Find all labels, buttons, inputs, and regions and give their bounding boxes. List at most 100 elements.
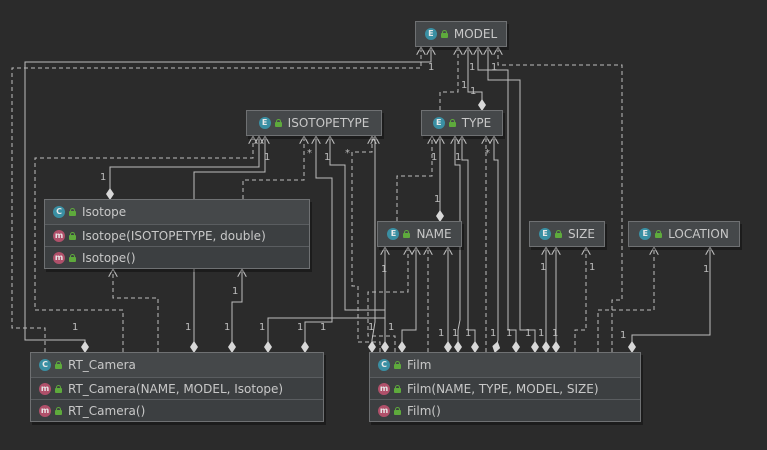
method-label: RT_Camera(NAME, MODEL, Isotope) (68, 381, 284, 396)
edge-film-dep-size (574, 247, 586, 352)
enum-type[interactable]: E TYPE (421, 110, 503, 136)
multiplicity-many-label: * (345, 148, 350, 159)
multiplicity-one-label: 1 (264, 152, 270, 163)
multiplicity-one-label: 1 (552, 328, 558, 339)
multiplicity-one-label: 1 (434, 194, 440, 205)
multiplicity-many-label: * (307, 148, 312, 159)
method-row[interactable]: m Isotope(ISOTOPETYPE, double) (45, 224, 309, 246)
public-lock-icon (69, 208, 76, 216)
multiplicity-one-label: 1 (428, 62, 434, 73)
multiplicity-one-label: 1 (100, 172, 106, 183)
multiplicity-one-label: 1 (388, 322, 394, 333)
multiplicity-one-label: 1 (525, 328, 531, 339)
node-title: RT_Camera (68, 358, 136, 372)
edge-isotope-has-isotopetype (110, 136, 259, 199)
multiplicity-one-label: 1 (469, 62, 475, 73)
public-lock-icon (69, 253, 76, 262)
edge-film-dep-isotopetype (351, 136, 381, 352)
multiplicity-one-label: 1 (620, 330, 626, 341)
edge-film-has-isotopetype (330, 136, 385, 352)
node-title: SIZE (568, 227, 595, 241)
edge-film-has-model (478, 47, 516, 352)
edge-group (11, 47, 710, 352)
public-lock-icon (403, 230, 411, 238)
edge-film-has-isotopetype-2 (372, 136, 375, 352)
class-film[interactable]: C Film m Film(NAME, TYPE, MODEL, SIZE) m… (369, 352, 641, 422)
multiplicity-one-label: 1 (452, 328, 458, 339)
enum-icon: E (539, 228, 552, 240)
edge-film-has-type-2 (462, 136, 475, 352)
node-title: ISOTOPETYPE (287, 116, 370, 130)
public-lock-icon (555, 230, 563, 238)
multiplicity-many-label: * (485, 148, 490, 159)
edge-film-dep-model (498, 47, 623, 352)
public-lock-icon (55, 384, 62, 393)
enum-model[interactable]: E MODEL (415, 21, 507, 47)
public-lock-icon (394, 406, 401, 415)
enum-location[interactable]: E LOCATION (628, 221, 740, 247)
enum-name[interactable]: E NAME (377, 221, 462, 247)
node-title: TYPE (461, 116, 492, 130)
method-row[interactable]: m Film(NAME, TYPE, MODEL, SIZE) (370, 377, 640, 399)
multiplicity-one-label: 1 (368, 322, 374, 333)
multiplicity-one-label: 1 (589, 262, 595, 273)
method-label: RT_Camera() (68, 403, 146, 418)
multiplicity-one-label: 1 (297, 322, 303, 333)
enum-isotopetype[interactable]: E ISOTOPETYPE (246, 110, 382, 136)
enum-icon: E (387, 228, 400, 240)
method-label: Isotope(ISOTOPETYPE, double) (82, 228, 266, 243)
public-lock-icon (394, 361, 401, 369)
public-lock-icon (69, 231, 76, 240)
multiplicity-one-label: 1 (324, 152, 330, 163)
class-icon: C (53, 206, 65, 218)
public-lock-icon (55, 406, 62, 415)
method-row[interactable]: m RT_Camera(NAME, MODEL, Isotope) (31, 377, 323, 399)
enum-icon: E (639, 228, 652, 240)
class-rt-camera[interactable]: C RT_Camera m RT_Camera(NAME, MODEL, Iso… (30, 352, 324, 422)
edge-type-has-model (468, 47, 482, 110)
multiplicity-one-label: 1 (455, 152, 461, 163)
multiplicity-one-label: 1 (431, 152, 437, 163)
node-title: Isotope (82, 205, 127, 219)
public-lock-icon (440, 30, 448, 38)
enum-icon: E (432, 117, 445, 129)
multiplicity-one-label: 1 (232, 286, 238, 297)
method-row[interactable]: m Film() (370, 399, 640, 421)
class-isotope[interactable]: C Isotope m Isotope(ISOTOPETYPE, double)… (44, 199, 310, 269)
multiplicity-one-label: 1 (381, 264, 387, 275)
multiplicity-one-label: 1 (703, 264, 709, 275)
public-lock-icon (394, 384, 401, 393)
node-title: Film (407, 358, 432, 372)
enum-size[interactable]: E SIZE (529, 221, 605, 247)
public-lock-icon (55, 361, 62, 369)
method-row[interactable]: m RT_Camera() (31, 399, 323, 421)
multiplicity-one-label: 1 (465, 328, 471, 339)
multiplicity-one-label: 1 (538, 328, 544, 339)
multiplicity-one-label: 1 (490, 328, 496, 339)
edge-name-dep-type (396, 136, 432, 221)
edge-film-has-location (632, 247, 710, 352)
public-lock-icon (274, 119, 282, 127)
enum-icon: E (424, 28, 437, 40)
multiplicity-one-label: 1 (185, 322, 191, 333)
multiplicity-one-label: 1 (72, 322, 78, 333)
multiplicity-one-label: 1 (506, 328, 512, 339)
edge-rt-camera-has-isotopetype (194, 136, 265, 352)
method-label: Isotope() (82, 250, 136, 265)
enum-icon: E (258, 117, 271, 129)
multiplicity-one-label: 1 (540, 262, 546, 273)
method-icon: m (378, 404, 390, 417)
multiplicity-one-label: 1 (224, 322, 230, 333)
class-icon: C (378, 359, 390, 371)
edge-film-has-type-3 (494, 136, 498, 352)
method-label: Film(NAME, TYPE, MODEL, SIZE) (407, 381, 599, 396)
method-icon: m (39, 404, 51, 417)
class-icon: C (39, 359, 51, 371)
edge-film-has-model-2 (488, 47, 535, 352)
edge-rt-camera-has-model (24, 47, 431, 352)
edge-type-dep-model (439, 47, 458, 110)
method-icon: m (378, 382, 390, 395)
method-row[interactable]: m Isotope() (45, 246, 309, 268)
